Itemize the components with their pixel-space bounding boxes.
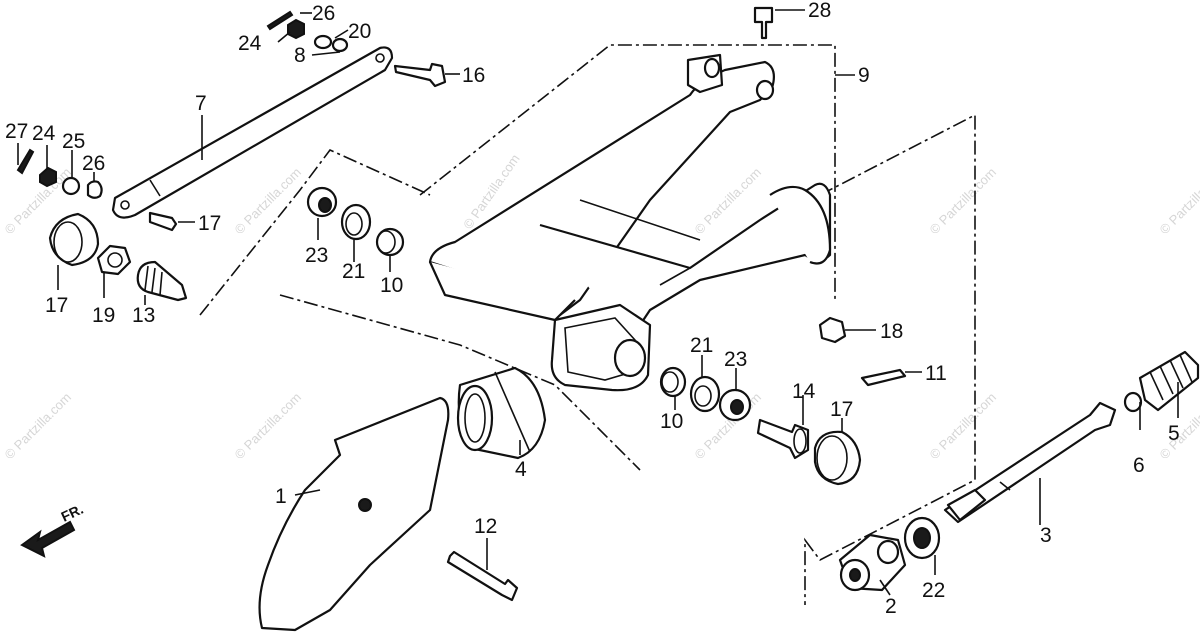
callout-9: 9: [858, 64, 870, 87]
callout-26: 26: [82, 152, 105, 175]
oil-seal-23-lower[interactable]: [718, 388, 752, 422]
callout-28: 28: [808, 0, 831, 22]
callout-3: 3: [1040, 524, 1052, 547]
watermark: © Partzilla.com: [927, 390, 1000, 463]
nut-18[interactable]: [818, 316, 847, 344]
watermark: © Partzilla.com: [2, 390, 75, 463]
leader-lines: [17, 9, 1179, 596]
callout-17-right: 17: [830, 398, 853, 421]
washer-20[interactable]: [331, 37, 349, 53]
washer-25[interactable]: [61, 176, 81, 196]
lower-pivot-outline: [279, 294, 641, 471]
drive-shaft-3[interactable]: [943, 401, 1117, 524]
callout-6: 6: [1133, 454, 1145, 477]
watermark: © Partzilla.com: [927, 165, 1000, 238]
callout-24-left: 24: [32, 122, 56, 145]
cotter-pin-27-left[interactable]: [16, 148, 35, 175]
callout-23-lower: 23: [724, 348, 747, 371]
callout-5: 5: [1168, 422, 1180, 445]
bearing-set-lower: [659, 366, 752, 422]
circlip-6[interactable]: [1123, 391, 1143, 413]
callout-27-left: 27: [5, 120, 28, 143]
callout-17-left: 17: [45, 294, 68, 317]
cotter-pin-27-top[interactable]: [266, 10, 294, 31]
nut-24-top[interactable]: [287, 18, 305, 40]
universal-joint-2[interactable]: [838, 533, 907, 592]
oil-seal-22[interactable]: [903, 516, 941, 560]
bolt-28[interactable]: [753, 6, 774, 40]
swingarm-9[interactable]: [428, 53, 832, 392]
callout-24-top: 24: [238, 32, 262, 55]
callout-10-lower: 10: [660, 410, 683, 433]
callout-22: 22: [922, 579, 945, 602]
torque-link-7[interactable]: [111, 46, 394, 219]
cap-10-lower[interactable]: [659, 366, 687, 398]
locknut-19[interactable]: [96, 244, 132, 276]
callout-20: 20: [348, 20, 371, 43]
bearing-21-upper[interactable]: [340, 203, 372, 241]
callout-16: 17: [198, 212, 221, 235]
watermark: © Partzilla.com: [1157, 165, 1200, 238]
callout-27-top: 26: [312, 2, 335, 25]
nut-24-left[interactable]: [39, 166, 57, 188]
callout-8: 8: [294, 44, 306, 67]
pivot-group-outline: [199, 149, 431, 316]
boot-4[interactable]: [456, 366, 547, 460]
pivot-bolt-14[interactable]: [756, 418, 810, 460]
driveshaft-group-outline: [804, 113, 976, 605]
bolt-12[interactable]: [446, 550, 519, 602]
group-outlines: [199, 44, 976, 605]
front-direction-arrow: FR.: [20, 501, 86, 558]
callout-13: 13: [132, 304, 155, 327]
arrow-icon: [20, 520, 76, 558]
callout-21-upper: 21: [342, 260, 365, 283]
callout-4: 4: [515, 458, 527, 481]
callout-1: 1: [275, 485, 287, 508]
watermark: © Partzilla.com: [232, 165, 305, 238]
callout-23-upper: 23: [305, 244, 328, 267]
callout-18: 18: [880, 320, 903, 343]
callout-14: 14: [792, 380, 816, 403]
callout-7: 7: [195, 92, 207, 115]
callout-15: 16: [462, 64, 485, 87]
fr-label: FR.: [59, 501, 86, 525]
callout-10-upper: 10: [380, 274, 403, 297]
washer-8[interactable]: [313, 34, 333, 50]
callout-11: 11: [925, 362, 947, 385]
oil-seal-23-upper[interactable]: [306, 186, 338, 218]
callout-25: 25: [62, 130, 85, 153]
cap-10-upper[interactable]: [375, 227, 405, 257]
watermark: © Partzilla.com: [232, 390, 305, 463]
spring-5[interactable]: [1138, 350, 1200, 412]
swingarm-group-outline: [419, 44, 836, 300]
collar-26[interactable]: [86, 180, 103, 199]
bolt-16[interactable]: [148, 211, 178, 232]
hardware-left: [16, 148, 103, 199]
callout-numbers: 26 24 20 8 16 28 9 7 27 24 25 26 17 17 1…: [5, 0, 1180, 618]
callout-19: 19: [92, 304, 115, 327]
callout-2: 2: [885, 595, 897, 618]
label-11[interactable]: [860, 368, 907, 387]
pivot-bolt-13[interactable]: [136, 260, 188, 302]
callout-21-lower: 21: [690, 334, 713, 357]
dust-seal-17-left[interactable]: [48, 212, 100, 267]
bolt-15[interactable]: [393, 62, 447, 88]
dust-seal-17-right[interactable]: [813, 430, 862, 486]
callout-12: 12: [474, 515, 497, 538]
cover-1[interactable]: [258, 396, 450, 632]
bearing-21-lower[interactable]: [689, 375, 721, 413]
